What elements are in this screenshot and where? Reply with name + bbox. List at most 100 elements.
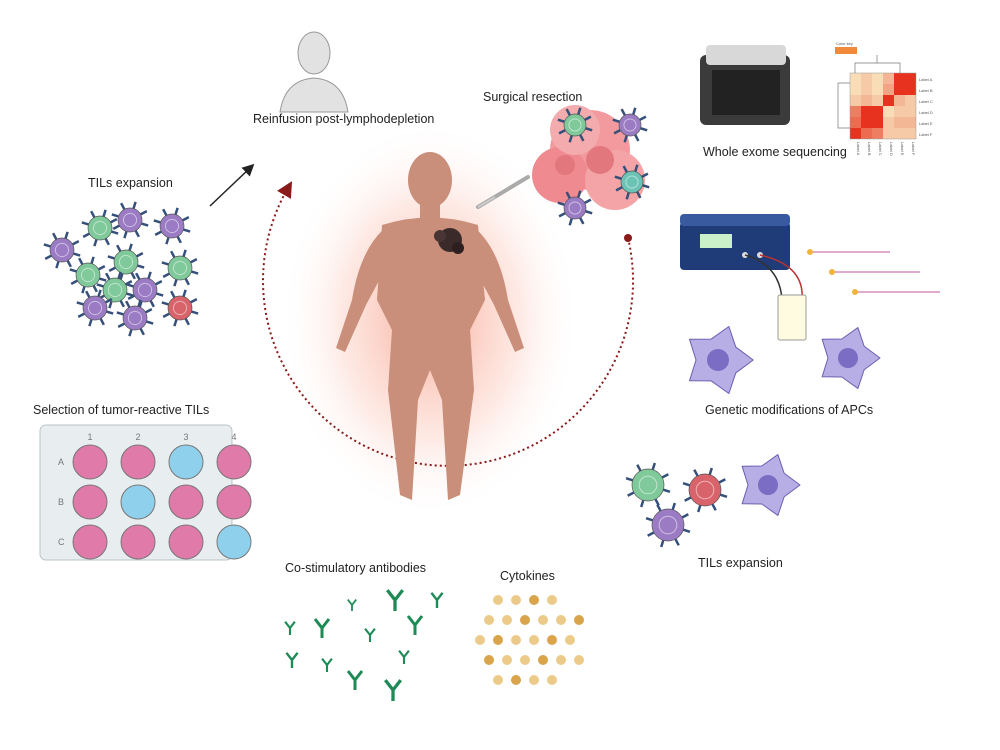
- receptor: [137, 299, 142, 307]
- receptor: [632, 107, 637, 115]
- receptor: [43, 243, 51, 248]
- receptor: [161, 301, 169, 306]
- heatmap-legend-label: Color key: [836, 41, 853, 46]
- heatmap-col-label: Label F: [911, 142, 916, 156]
- heatmap-cell: [905, 84, 916, 95]
- plate-column-label: 4: [231, 432, 236, 442]
- receptor: [184, 278, 190, 286]
- receptor: [149, 300, 155, 308]
- expanded-til-cell: [645, 502, 691, 548]
- receptor: [134, 230, 140, 238]
- cell-nucleus: [623, 118, 637, 132]
- heatmap-row-label: Label F: [919, 132, 933, 137]
- receptor: [623, 135, 628, 143]
- receptor: [568, 218, 573, 226]
- receptor: [140, 210, 148, 216]
- cytokine-dot: [502, 615, 512, 625]
- heatmap-cell: [861, 84, 872, 95]
- plate-well: [120, 444, 156, 480]
- cell-nucleus: [54, 242, 70, 258]
- label-selection: Selection of tumor-reactive TILs: [33, 403, 210, 417]
- cell-nucleus: [127, 310, 143, 326]
- receptor: [73, 252, 81, 257]
- plate-well: [120, 524, 156, 560]
- receptor: [85, 290, 91, 298]
- receptor: [111, 230, 119, 235]
- receptor: [190, 258, 198, 264]
- receptor: [125, 280, 133, 286]
- receptor: [636, 191, 642, 199]
- receptor: [117, 271, 122, 279]
- receptor: [97, 289, 102, 297]
- receptor: [116, 311, 124, 316]
- cytokine-dot: [484, 655, 494, 665]
- receptor: [147, 271, 152, 279]
- receptor: [614, 175, 622, 180]
- receptor: [107, 255, 115, 260]
- apc-cell: [689, 326, 754, 394]
- receptor: [656, 504, 662, 512]
- cytokine-dot: [493, 675, 503, 685]
- heatmap-cell: [861, 95, 872, 106]
- tumor-infiltrating-cell: [614, 164, 650, 200]
- receptor: [155, 280, 163, 286]
- receptor: [81, 286, 86, 294]
- label-tils-expansion-left: TILs expansion: [88, 176, 173, 190]
- plate-well: [72, 524, 108, 560]
- receptor: [174, 207, 179, 215]
- til-cell: [43, 231, 81, 269]
- receptor: [110, 218, 118, 224]
- cytokine-dot: [547, 635, 557, 645]
- receptor: [127, 294, 135, 300]
- cycle-start-dot: [624, 234, 632, 242]
- til-cell: [76, 289, 114, 327]
- receptor: [558, 129, 566, 135]
- til-cell: [161, 249, 199, 287]
- cytokine-dot: [484, 615, 494, 625]
- receptor: [117, 322, 125, 328]
- scalpel-icon: [476, 175, 530, 209]
- receptor: [128, 329, 133, 337]
- receptor: [137, 264, 145, 269]
- heatmap-cell: [894, 73, 905, 84]
- receptor: [88, 319, 93, 327]
- cycle-arrow: [262, 181, 635, 467]
- heatmap-cell: [905, 73, 916, 84]
- receptor: [130, 272, 136, 280]
- heatmap-cell: [872, 106, 883, 117]
- apc-nucleus: [838, 348, 858, 368]
- receptor: [162, 208, 168, 216]
- heatmap-row-label: Label D: [919, 110, 933, 115]
- til-cell: [81, 209, 119, 247]
- cytokine-dot: [574, 655, 584, 665]
- receptor: [176, 236, 182, 244]
- til-cell: [126, 271, 164, 309]
- receptor: [579, 217, 585, 225]
- cytokine-dot: [493, 595, 503, 605]
- receptor: [651, 462, 656, 471]
- receptor: [161, 261, 169, 266]
- receptor: [162, 312, 170, 318]
- cytokine-dot: [556, 655, 566, 665]
- cytokine-dot: [511, 595, 521, 605]
- antibody-icon: [285, 652, 299, 668]
- receptor: [92, 285, 98, 293]
- receptor: [622, 165, 628, 173]
- til-cell: [111, 201, 149, 239]
- heatmap-cell: [905, 128, 916, 139]
- receptor: [76, 301, 84, 306]
- receptor: [620, 108, 626, 116]
- patient-avatar-icon: [279, 31, 349, 113]
- receptor: [645, 517, 654, 522]
- tumor-infiltrating-cell: [557, 107, 593, 143]
- plate-well: [216, 444, 252, 480]
- cytokine-dot: [565, 635, 575, 645]
- receptor: [558, 212, 566, 218]
- receptor: [125, 300, 131, 308]
- receptor: [639, 115, 647, 121]
- receptor: [108, 266, 116, 272]
- human-body-icon: [336, 152, 524, 500]
- apc-nucleus: [707, 349, 729, 371]
- receptor: [105, 298, 113, 304]
